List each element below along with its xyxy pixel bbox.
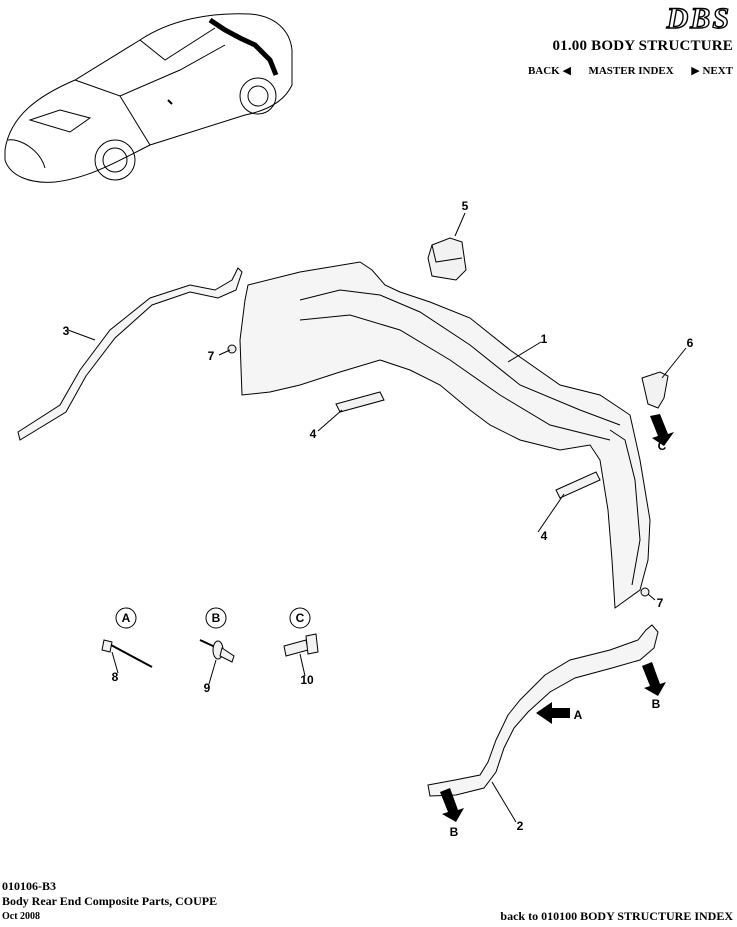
callout-9: 9 [204, 681, 211, 695]
svg-text:DBS: DBS [666, 2, 731, 34]
callout-7-upper: 7 [208, 349, 215, 363]
part-10-bolt [283, 633, 319, 657]
fastener-key-b: B [212, 611, 221, 625]
callout-4-upper: 4 [310, 427, 317, 441]
callout-6: 6 [687, 336, 694, 350]
callout-10: 10 [300, 673, 314, 687]
part-1-rear-structure [239, 261, 651, 609]
parts-diagram: A B C 1 2 3 4 4 5 6 7 7 8 9 10 C B A [4, 13, 694, 839]
callout-4-lower: 4 [541, 529, 548, 543]
callout-7-lower: 7 [657, 596, 664, 610]
leader-lines [67, 212, 687, 823]
part-3-strip [17, 267, 243, 441]
callout-2: 2 [517, 819, 524, 833]
diagram-date: Oct 2008 [2, 911, 41, 922]
part-8-rivet [101, 639, 153, 668]
part-4-pad-lower [555, 471, 601, 499]
part-6-bracket [641, 371, 669, 409]
view-arrows [440, 414, 674, 822]
left-triangle-icon: ◀ [562, 65, 571, 77]
diagram-code: 010106-B3 [2, 879, 56, 893]
fastener-key-circle-b [205, 607, 227, 629]
fastener-key-circle-c [289, 607, 311, 629]
dbs-logo: DBS [665, 2, 731, 34]
next-label: NEXT [702, 65, 733, 77]
navigation-bar: BACK ◀ MASTER INDEX ▶ NEXT [528, 64, 733, 77]
master-index-link[interactable]: MASTER INDEX [588, 65, 674, 77]
part-2-rail [427, 624, 659, 797]
callout-5: 5 [462, 199, 469, 213]
next-link[interactable]: ▶ NEXT [691, 65, 733, 77]
view-marker-b-left: B [450, 825, 459, 839]
view-marker-c: C [658, 439, 667, 453]
section-title: 01.00 BODY STRUCTURE [552, 38, 733, 54]
part-7-clip-lower [640, 587, 650, 597]
right-triangle-icon: ▶ [691, 65, 700, 77]
part-5-bracket [427, 237, 467, 281]
diagram-description: Body Rear End Composite Parts, COUPE [2, 894, 218, 908]
view-marker-b-right: B [652, 697, 661, 711]
callout-8: 8 [112, 670, 119, 684]
part-7-clip-upper [227, 344, 237, 354]
part-4-pad-upper [335, 391, 385, 413]
car-illustration [4, 13, 293, 183]
fastener-key-circle-a [115, 607, 137, 629]
callout-3: 3 [63, 324, 70, 338]
back-label: BACK [527, 65, 560, 77]
fastener-key-c: C [296, 611, 305, 625]
back-link[interactable]: BACK ◀ [528, 65, 571, 77]
fastener-key-a: A [122, 611, 131, 625]
view-marker-a: A [574, 708, 583, 722]
back-to-index-link[interactable]: back to 010100 BODY STRUCTURE INDEX [500, 909, 733, 923]
callout-1: 1 [541, 332, 548, 346]
part-9-blind-rivet [199, 639, 235, 663]
